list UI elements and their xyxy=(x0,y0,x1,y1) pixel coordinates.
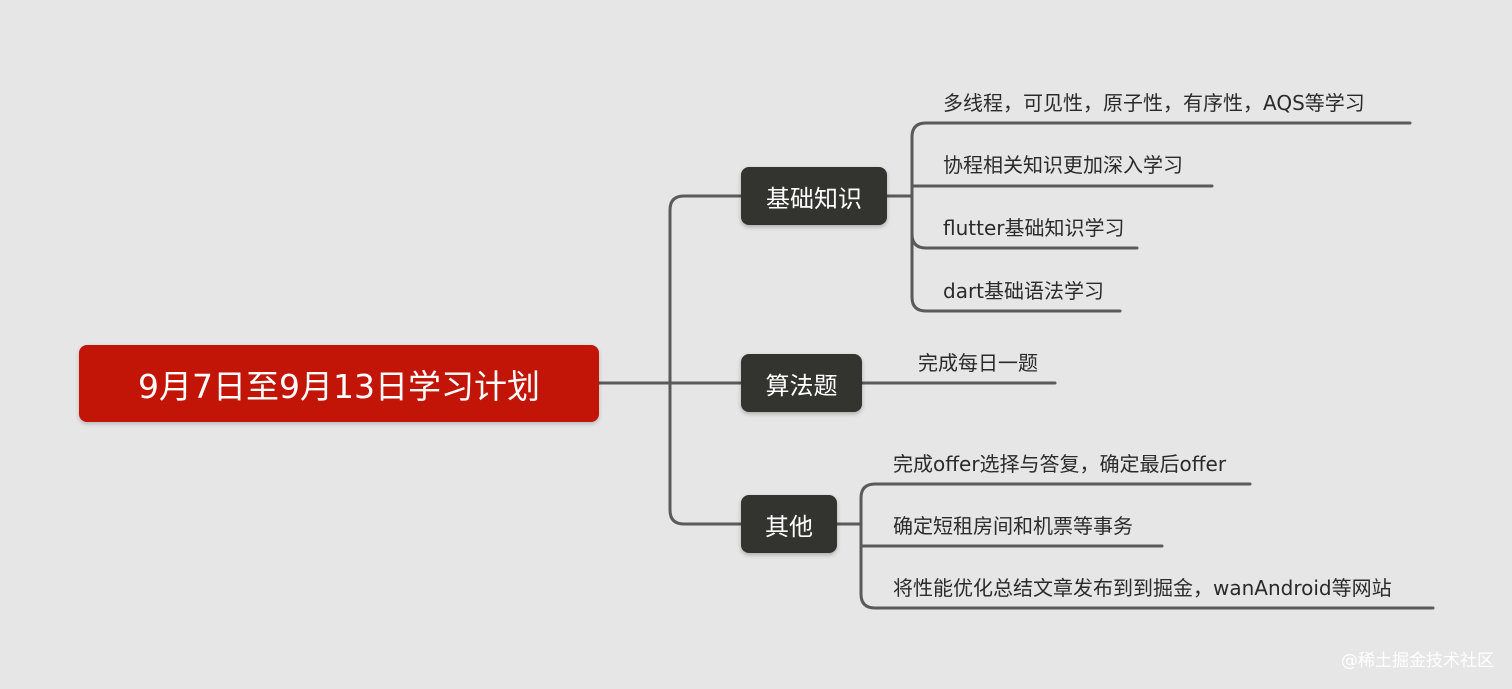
leaf-b1-4[interactable]: dart基础语法学习 xyxy=(943,279,1105,303)
leaf-b1-1[interactable]: 多线程，可见性，原子性，有序性，AQS等学习 xyxy=(943,91,1365,115)
leaf-b1-3[interactable]: flutter基础知识学习 xyxy=(943,216,1125,240)
connector-b1-leaf-1 xyxy=(910,121,1412,198)
leaf-b2-1[interactable]: 完成每日一题 xyxy=(918,351,1038,375)
root-topic[interactable]: 9月7日至9月13日学习计划 xyxy=(79,345,599,422)
connector-b1-leaf-4 xyxy=(910,194,1122,313)
branch-algorithms[interactable]: 算法题 xyxy=(741,354,862,412)
branch-label: 其他 xyxy=(765,512,813,541)
branch-label: 基础知识 xyxy=(766,184,862,213)
leaf-b3-1[interactable]: 完成offer选择与答复，确定最后offer xyxy=(893,452,1227,476)
leaf-b1-2[interactable]: 协程相关知识更加深入学习 xyxy=(943,153,1183,177)
connector-branch-3 xyxy=(668,381,743,526)
branch-basics[interactable]: 基础知识 xyxy=(741,167,887,225)
leaf-b3-3[interactable]: 将性能优化总结文章发布到到掘金，wanAndroid等网站 xyxy=(893,576,1392,600)
leaf-b3-2[interactable]: 确定短租房间和机票等事务 xyxy=(893,514,1133,538)
connector-branch-1 xyxy=(668,194,743,385)
branch-others[interactable]: 其他 xyxy=(741,495,837,553)
watermark: @稀土掘金技术社区 xyxy=(1341,651,1494,671)
root-topic-label: 9月7日至9月13日学习计划 xyxy=(138,366,540,406)
branch-label: 算法题 xyxy=(765,371,838,400)
connector-b3-leaf-3 xyxy=(859,522,1435,610)
connector-b3-leaf-1 xyxy=(859,482,1252,526)
